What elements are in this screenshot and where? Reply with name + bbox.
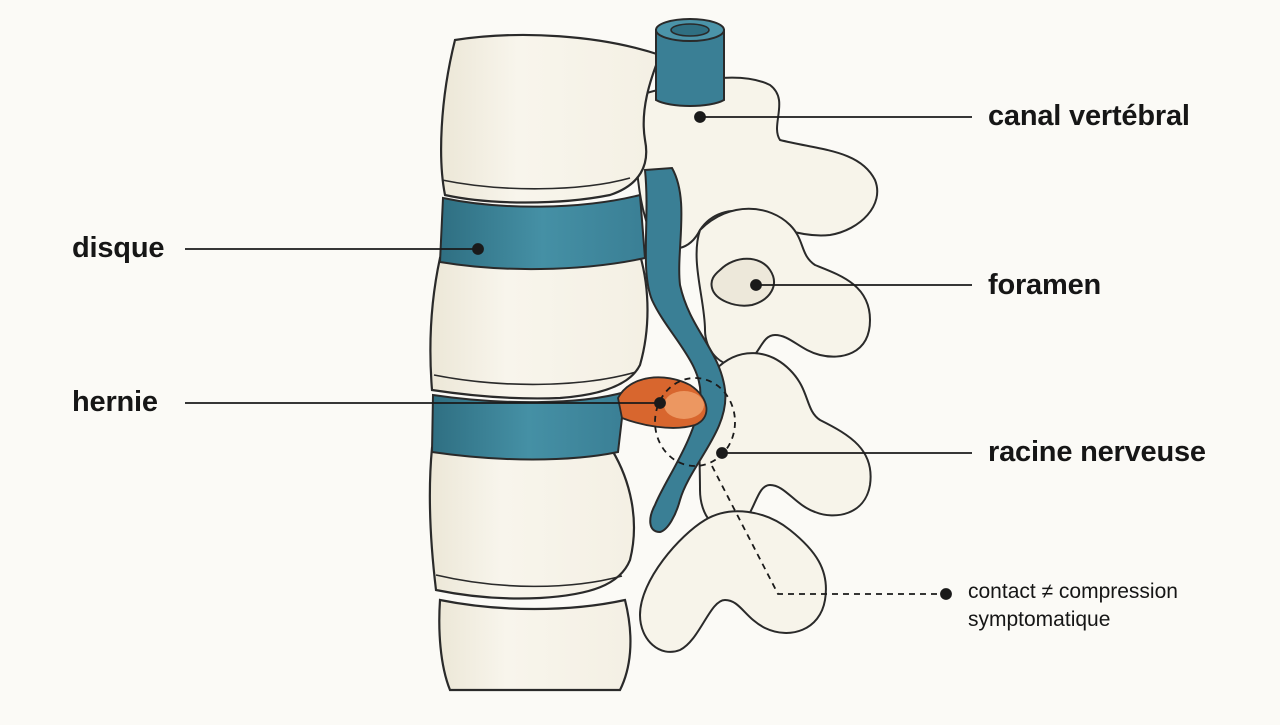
leader-lines [185, 111, 972, 600]
vertebra-4 [438, 598, 632, 692]
nerve-root [643, 166, 727, 534]
vertebra-1 [440, 33, 662, 204]
disc-upper [438, 193, 647, 271]
lower-spinous-process [698, 352, 872, 531]
posterior-elements [635, 76, 879, 653]
disc-lower [430, 390, 627, 461]
note-line-2: symptomatique [968, 608, 1111, 631]
leader-note-dashed [711, 465, 946, 595]
label-canal-vertebral: canal vertébral [988, 100, 1190, 132]
label-hernie: hernie [72, 386, 158, 418]
contact-zone-circle [654, 377, 736, 467]
vertebral-bodies [428, 33, 662, 692]
label-foramen: foramen [988, 269, 1102, 301]
middle-spinous-process [695, 207, 872, 367]
label-racine-nerveuse: racine nerveuse [988, 436, 1206, 468]
bottom-spinous-process [638, 510, 827, 653]
note-line-1: contact ≠ compression [968, 580, 1178, 603]
vertebra-3 [428, 446, 636, 600]
foramen-opening [710, 257, 775, 307]
intervertebral-discs [430, 193, 647, 461]
spinal-canal [643, 18, 727, 534]
canal-tube [655, 29, 725, 107]
label-disque: disque [72, 232, 165, 264]
note-contact-compression: contact ≠ compression symptomatique [968, 578, 1178, 634]
